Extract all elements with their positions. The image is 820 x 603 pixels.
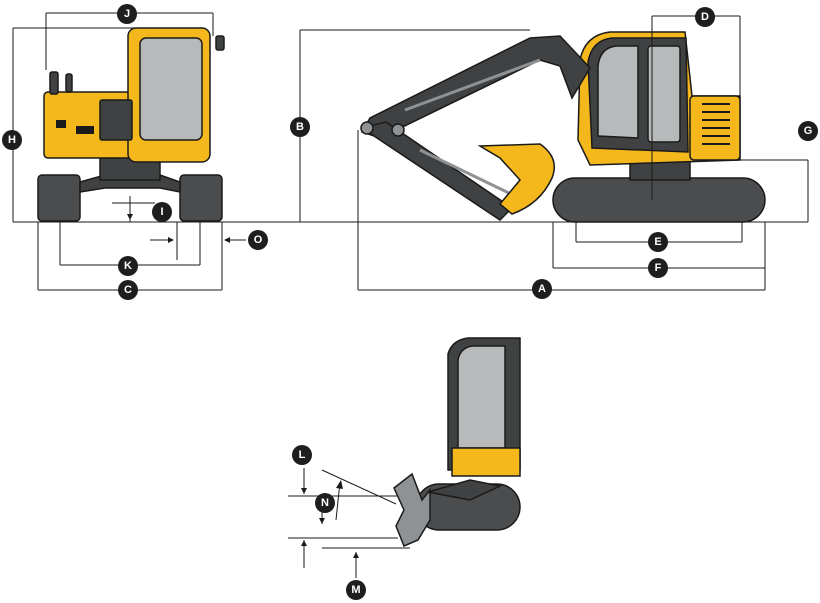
label-e: E bbox=[654, 236, 661, 248]
side-boom bbox=[360, 35, 591, 139]
side-cab-window-front bbox=[597, 45, 639, 139]
side-pin-boom bbox=[391, 123, 405, 137]
label-badge-i: I bbox=[152, 202, 172, 222]
label-i: I bbox=[160, 206, 163, 218]
detail-blade-arm bbox=[427, 479, 503, 501]
blade-detail-view bbox=[288, 337, 521, 578]
label-d: D bbox=[701, 11, 709, 23]
side-arm bbox=[360, 121, 514, 221]
label-g: G bbox=[804, 125, 813, 137]
label-j: J bbox=[124, 8, 130, 20]
side-track bbox=[552, 177, 766, 223]
arrow-o-left bbox=[168, 237, 174, 243]
label-b: B bbox=[296, 121, 304, 133]
label-badge-f: F bbox=[648, 258, 668, 278]
arrow-m bbox=[353, 552, 359, 558]
side-bucket bbox=[477, 143, 555, 215]
label-badge-a: A bbox=[532, 279, 552, 299]
front-light bbox=[56, 120, 66, 128]
dimension-line-n bbox=[321, 469, 397, 505]
side-pin-arm bbox=[360, 121, 374, 135]
side-arm-cylinder bbox=[419, 148, 516, 198]
label-badge-g: G bbox=[798, 121, 818, 141]
label-badge-j: J bbox=[117, 4, 137, 24]
label-badge-k: K bbox=[118, 256, 138, 276]
label-k: K bbox=[124, 260, 132, 272]
detail-cab-window bbox=[457, 345, 506, 449]
label-badge-b: B bbox=[290, 117, 310, 137]
arrow-l-bottom bbox=[301, 540, 307, 546]
arrow-l bbox=[301, 488, 307, 494]
label-badge-e: E bbox=[648, 232, 668, 252]
side-boom-cylinder bbox=[404, 58, 541, 112]
label-badge-n: N bbox=[315, 493, 335, 513]
label-n: N bbox=[321, 497, 329, 509]
front-cab-window bbox=[139, 37, 203, 141]
arrow-i bbox=[127, 214, 133, 220]
front-grille bbox=[76, 126, 94, 134]
side-engine-vents bbox=[702, 103, 730, 145]
front-exhaust bbox=[49, 71, 59, 95]
label-a: A bbox=[538, 283, 546, 295]
side-cab-window-door bbox=[647, 45, 681, 143]
label-badge-l: L bbox=[292, 445, 312, 465]
label-c: C bbox=[124, 284, 132, 296]
front-left-track bbox=[37, 174, 81, 222]
front-view bbox=[12, 12, 246, 291]
label-badge-m: M bbox=[346, 580, 366, 600]
label-o: O bbox=[254, 234, 263, 246]
label-badge-h: H bbox=[2, 130, 22, 150]
label-f: F bbox=[655, 262, 662, 274]
front-right-track bbox=[179, 174, 223, 222]
detail-blade bbox=[393, 472, 431, 547]
front-exhaust-2 bbox=[65, 73, 73, 93]
front-mirror bbox=[215, 35, 225, 51]
arrow-n bbox=[336, 480, 343, 489]
front-panel bbox=[99, 99, 133, 141]
label-l: L bbox=[299, 449, 306, 461]
label-badge-c: C bbox=[118, 280, 138, 300]
label-h: H bbox=[8, 134, 16, 146]
label-badge-o: O bbox=[248, 230, 268, 250]
detail-body bbox=[451, 447, 521, 477]
arrow-o-right bbox=[224, 237, 230, 243]
side-view bbox=[299, 15, 809, 291]
label-badge-d: D bbox=[695, 7, 715, 27]
label-m: M bbox=[351, 584, 360, 596]
